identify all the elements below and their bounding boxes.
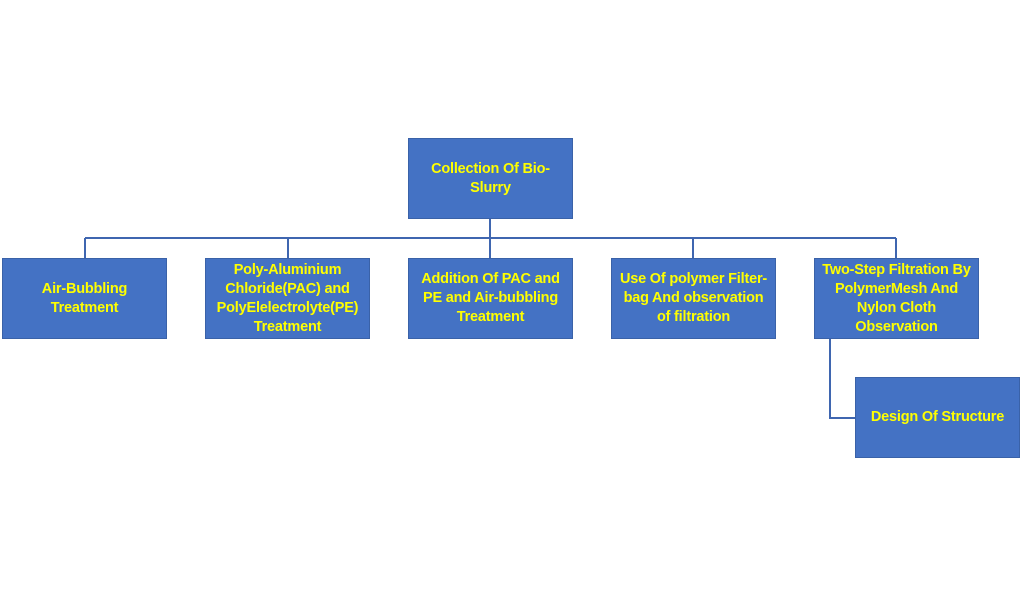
root-node-label: Collection Of Bio-Slurry [431, 160, 550, 196]
child-node-air-bubbling: Air-Bubbling Treatment [2, 258, 167, 339]
child-node-label: Use Of polymer Filter-bag And observatio… [619, 271, 768, 325]
sub-child-elbow-connector [829, 339, 855, 419]
child-node-label: Air-Bubbling Treatment [41, 280, 128, 316]
child-node-pac-pe-air-bubbling: Addition Of PAC and PE and Air-bubbling … [408, 258, 573, 339]
sub-child-node-label: Design Of Structure [870, 409, 1005, 425]
child-node-filter-bag: Use Of polymer Filter-bag And observatio… [611, 258, 776, 339]
child-node-label: Poly-Aluminium Chloride(PAC) and PolyEle… [216, 261, 359, 335]
child-node-label: Addition Of PAC and PE and Air-bubbling … [421, 271, 560, 325]
sub-child-node-design: Design Of Structure [855, 377, 1020, 458]
child-node-two-step-filtration: Two-Step Filtration By PolymerMesh And N… [814, 258, 979, 339]
child-node-pac-pe-treatment: Poly-Aluminium Chloride(PAC) and PolyEle… [205, 258, 370, 339]
root-node: Collection Of Bio-Slurry [408, 138, 573, 219]
child-node-label: Two-Step Filtration By PolymerMesh And N… [822, 261, 971, 335]
